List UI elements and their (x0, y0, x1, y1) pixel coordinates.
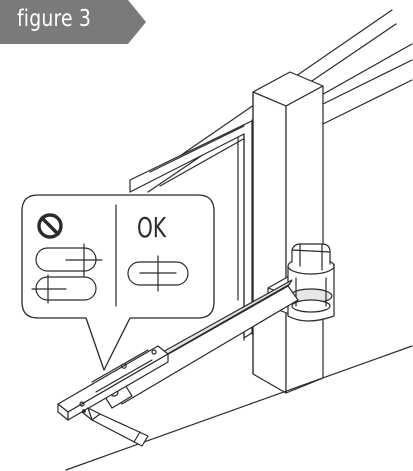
callout-bubble (21, 194, 215, 371)
prohibited-icon (37, 213, 63, 239)
wrong-slot-upper (35, 243, 103, 277)
wrong-slot-lower (31, 274, 97, 304)
figure-tag-shape (0, 0, 146, 44)
figure-label: figure 3 (17, 6, 92, 32)
post (252, 71, 324, 394)
pencil (81, 407, 149, 447)
side-rail (322, 59, 413, 125)
ok-label: OK (137, 211, 167, 244)
figure-tag: figure 3 (0, 0, 150, 44)
ground-line (65, 345, 413, 471)
gate-bracket-plate (57, 345, 169, 421)
correct-slot (127, 255, 189, 292)
motor (287, 243, 335, 322)
